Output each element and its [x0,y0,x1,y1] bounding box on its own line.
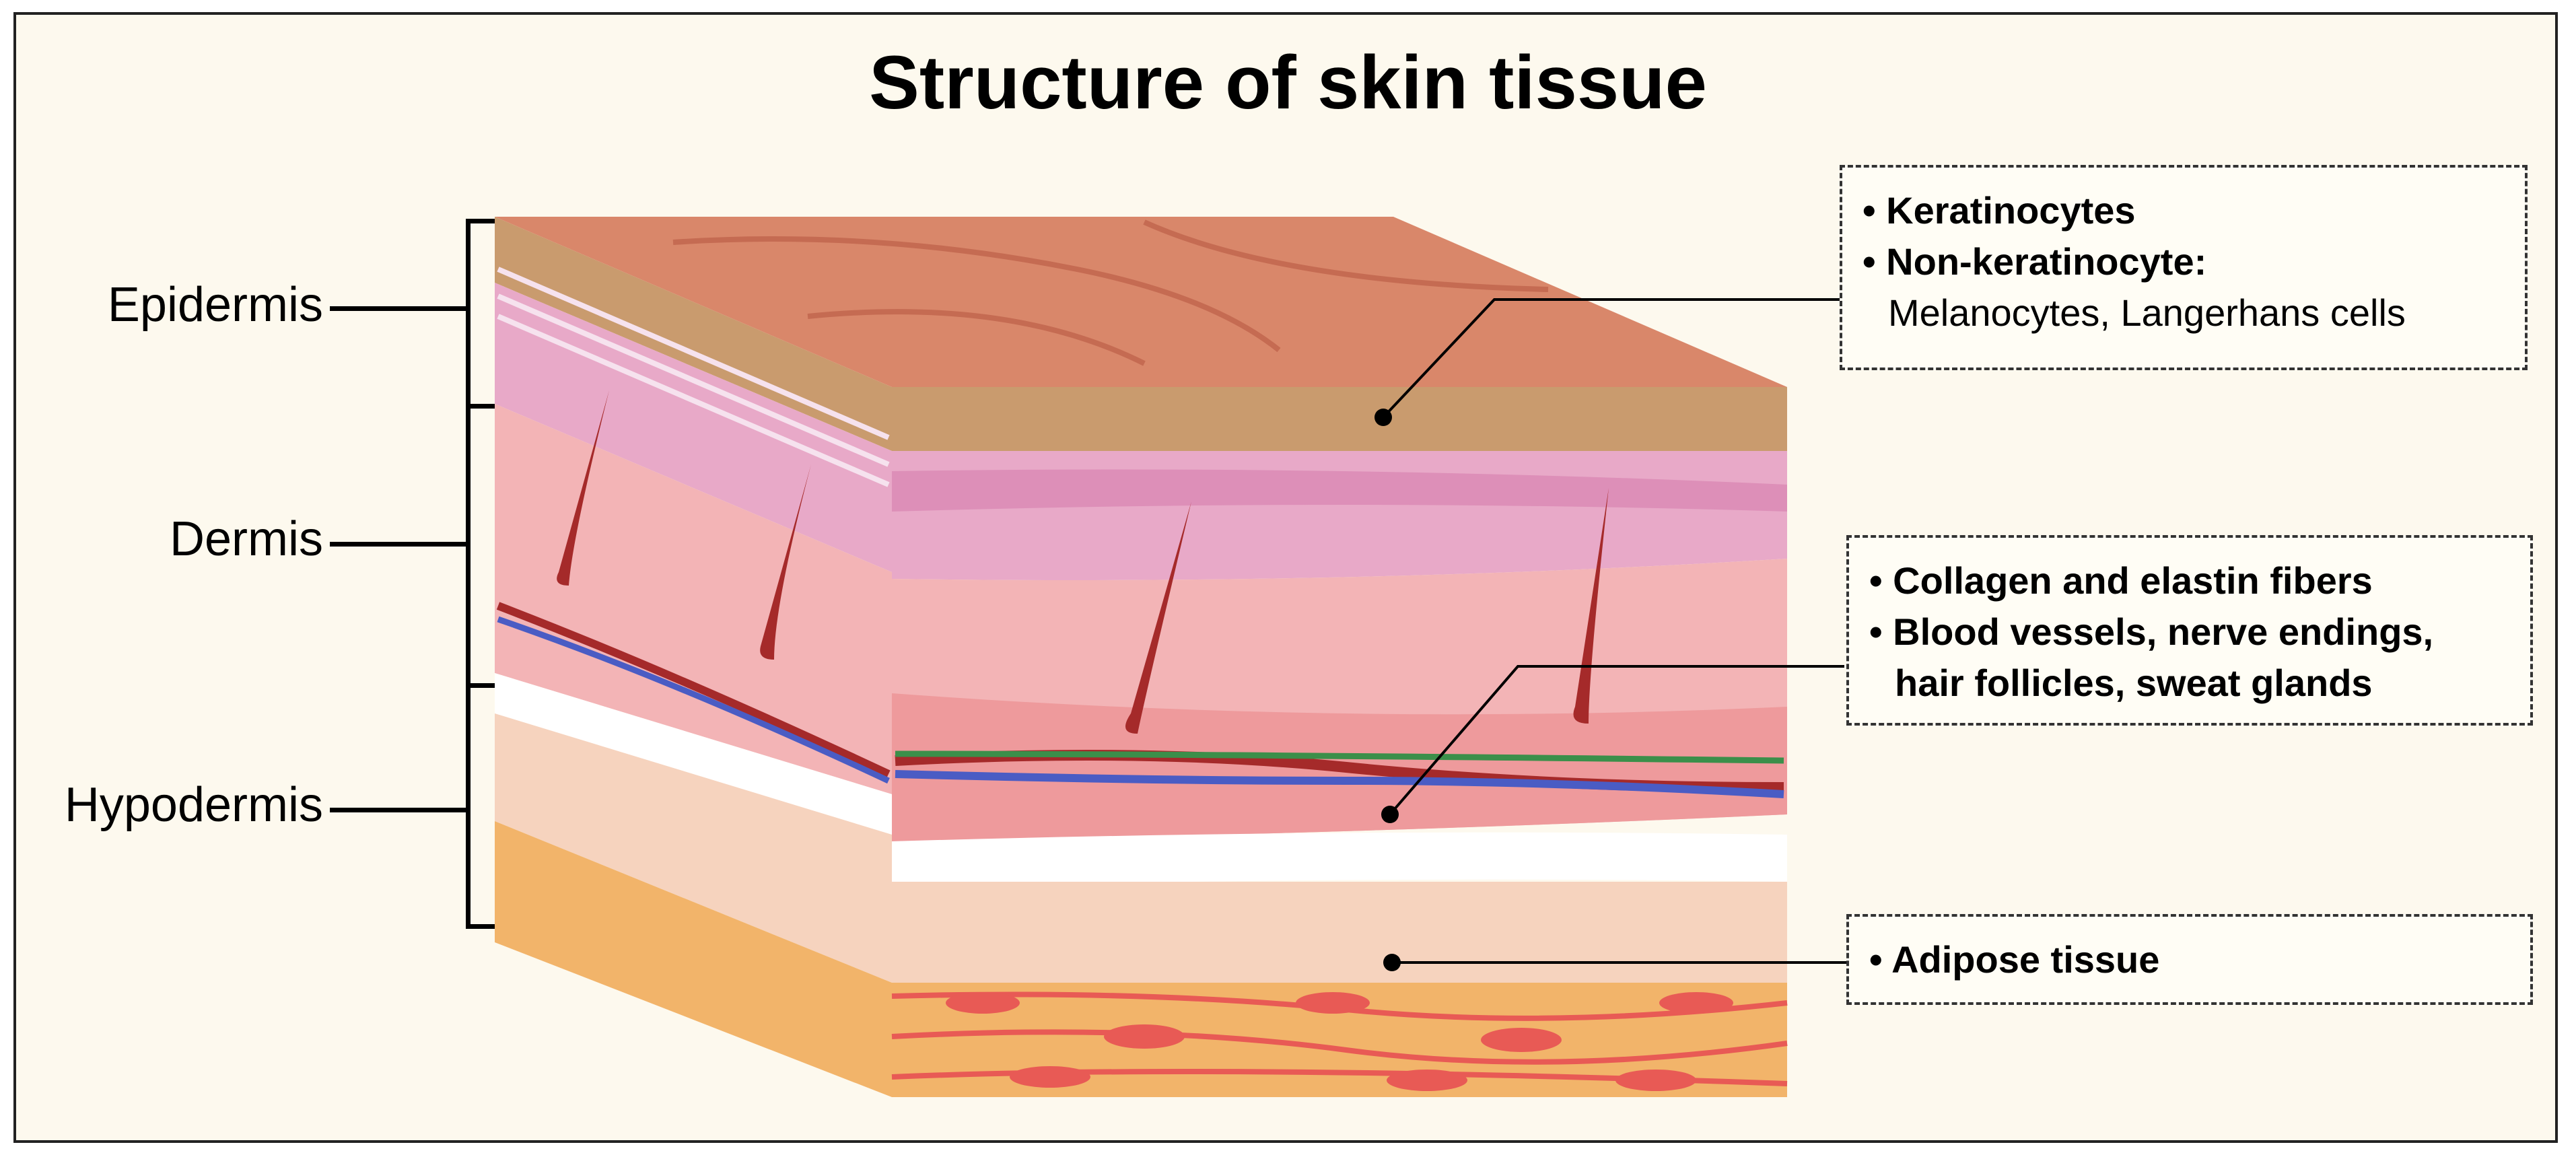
layer-bracket [466,219,471,929]
callout-hypodermis: • Adipose tissue [1846,914,2533,1005]
label-dermis: Dermis [170,512,323,566]
bracket-tick-2 [466,404,495,409]
callout-epidermis-line2: • Non-keratinocyte: [1863,240,2207,283]
bracket-tick-3 [466,683,495,688]
bracket-tick-bottom [466,924,495,929]
callout-epidermis: • Keratinocytes • Non-keratinocyte: Mela… [1840,165,2528,370]
callout-hypodermis-line1: • Adipose tissue [1869,938,2160,981]
label-hypodermis: Hypodermis [64,778,323,832]
label-epidermis: Epidermis [107,278,323,332]
callout-dermis-line2: • Blood vessels, nerve endings, [1869,610,2434,653]
callout-dermis-line1: • Collagen and elastin fibers [1869,559,2373,602]
page-title: Structure of skin tissue [869,40,1707,125]
front-face [891,387,1788,1097]
callout-dermis: • Collagen and elastin fibers • Blood ve… [1846,535,2533,726]
callout-dermis-line3: hair follicles, sweat glands [1895,662,2373,704]
epidermis-line [330,306,468,311]
bracket-tick-top [466,219,495,223]
callout-epidermis-line1: • Keratinocytes [1863,189,2136,232]
hypodermis-line [330,808,468,812]
dermis-line [330,542,468,547]
side-face [495,217,892,1097]
blood-vessels [496,602,1784,798]
callout-epidermis-line3: Melanocytes, Langerhans cells [1888,291,2406,334]
top-face [495,217,1787,387]
hair-follicles [557,390,1609,734]
